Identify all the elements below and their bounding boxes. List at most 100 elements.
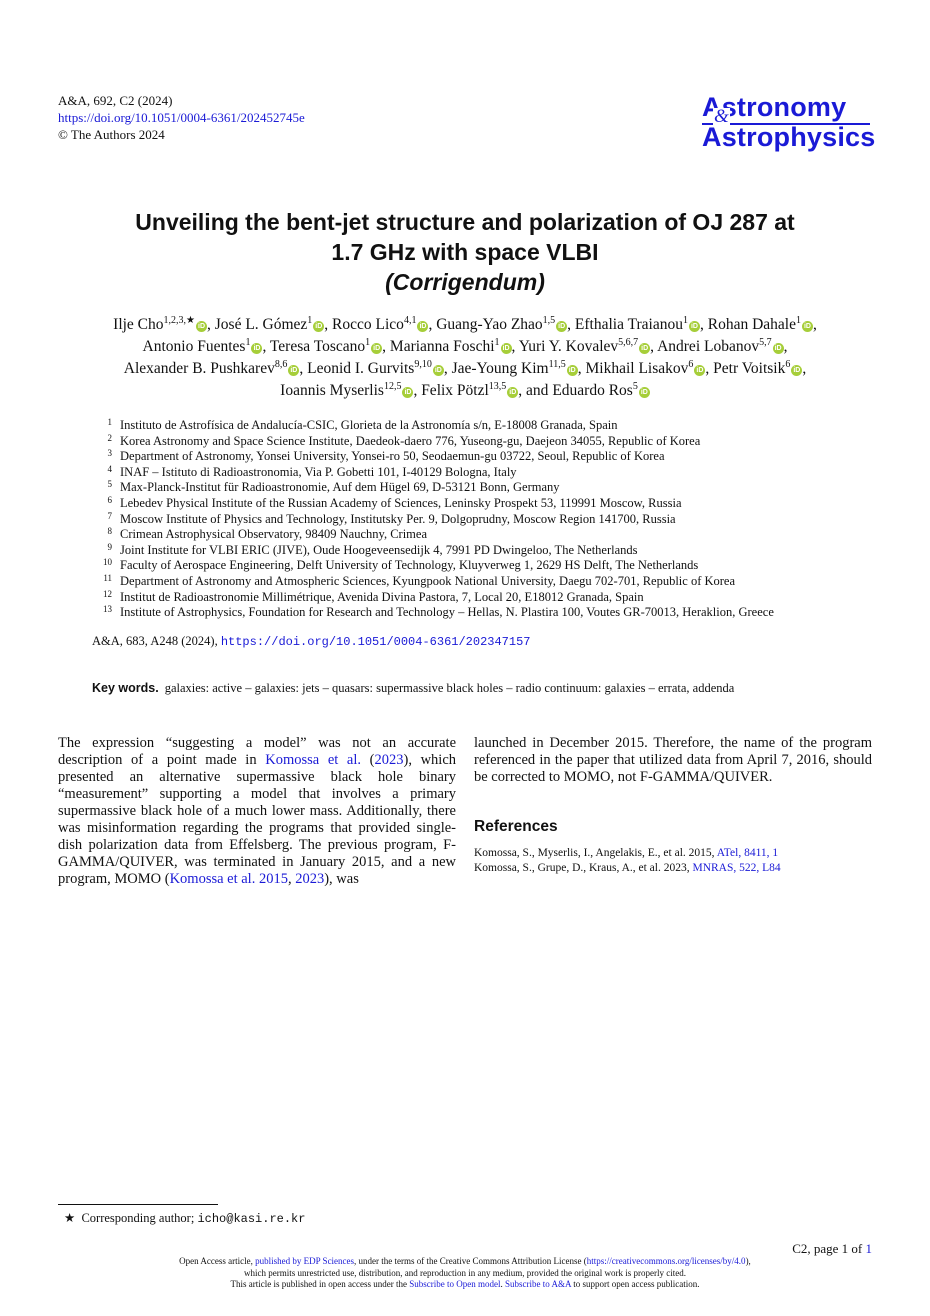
affiliation-text: Max-Planck-Institut für Radioastronomie,…	[120, 480, 560, 495]
orcid-icon[interactable]: iD	[313, 321, 325, 332]
orcid-icon[interactable]: iD	[688, 321, 700, 332]
affiliation-text: INAF – Istituto di Radioastronomia, Via …	[120, 464, 517, 479]
citation-link[interactable]: 2023	[374, 752, 404, 768]
orcid-icon[interactable]: iD	[638, 387, 650, 398]
affiliation-text: Joint Institute for VLBI ERIC (JIVE), Ou…	[120, 542, 638, 557]
affiliation-number: 12	[103, 588, 112, 599]
license-text: which permits unrestricted use, distribu…	[244, 1267, 686, 1278]
license-text: Open Access article,	[179, 1256, 256, 1266]
orcid-icon[interactable]: iD	[791, 365, 803, 376]
orcid-icon[interactable]: iD	[432, 365, 444, 376]
author-name: Ilje Cho	[113, 316, 164, 333]
author-affiliation-marker: 5,7	[759, 336, 772, 348]
body-text: The expression “suggesting a model” was …	[58, 735, 456, 768]
copyright: © The Authors 2024	[58, 127, 165, 142]
author-affiliation-marker: 1	[245, 336, 251, 348]
author: Eduardo Ros5iD	[552, 381, 650, 399]
author: Felix Pötzl13,5iD	[421, 381, 519, 399]
body-text: ), which presented an alternative superm…	[58, 752, 457, 887]
orcid-icon[interactable]: iD	[417, 321, 429, 332]
author-name: Ioannis Myserlis	[280, 382, 384, 399]
orcid-icon[interactable]: iD	[772, 343, 784, 354]
s2o-link[interactable]: Subscribe to Open model	[409, 1279, 501, 1289]
title-line-1: Unveiling the bent-jet structure and pol…	[135, 209, 795, 235]
edp-link[interactable]: published by EDP Sciences	[255, 1256, 355, 1266]
body-text: launched in December 2015. Therefore, th…	[474, 735, 872, 785]
author-affiliation-marker: 1	[307, 314, 313, 326]
body-left-column: The expression “suggesting a model” was …	[58, 735, 456, 888]
orcid-icon[interactable]: iD	[566, 365, 578, 376]
author: Mikhail Lisakov6iD	[585, 359, 706, 377]
orcid-icon[interactable]: iD	[402, 387, 414, 398]
affiliation-number: 6	[107, 494, 113, 505]
affiliation-text: Faculty of Aerospace Engineering, Delft …	[120, 558, 699, 573]
page-total-link[interactable]: 1	[865, 1241, 873, 1256]
header-meta: A&A, 692, C2 (2024) https://doi.org/10.1…	[58, 92, 305, 143]
author-affiliation-marker: 8,6	[274, 358, 288, 370]
orcid-icon[interactable]: iD	[500, 343, 512, 354]
cc-license-link[interactable]: https://creativecommons.org/licenses/by/…	[586, 1256, 746, 1266]
citation-link[interactable]: 2023	[295, 871, 325, 887]
author-name: Guang-Yao Zhao	[436, 316, 543, 333]
affiliation-text: Instituto de Astrofísica de Andalucía-CS…	[120, 418, 618, 432]
affiliation-number: 8	[107, 526, 113, 537]
original-citation: A&A, 683, A248 (2024),	[92, 634, 221, 648]
author-affiliation-marker: 1,2,3,★	[163, 314, 195, 326]
subscribe-link[interactable]: Subscribe to A&A	[504, 1279, 571, 1289]
orcid-icon[interactable]: iD	[507, 387, 519, 398]
author: Ilje Cho1,2,3,★iD	[113, 314, 207, 333]
affiliation-text: Lebedev Physical Institute of the Russia…	[120, 495, 682, 510]
author: Teresa Toscano1iD	[269, 337, 383, 355]
author-affiliation-marker: 4,1	[403, 314, 417, 326]
author-name: Felix Pötzl	[421, 382, 489, 399]
author-name: Rohan Dahale	[707, 316, 796, 333]
footnote-star: ★	[64, 1211, 76, 1225]
orcid-icon[interactable]: iD	[196, 321, 207, 332]
affiliation-number: 7	[107, 510, 113, 521]
reference-item: Komossa, S., Grupe, D., Kraus, A., et al…	[474, 861, 872, 876]
body-right-column: launched in December 2015. Therefore, th…	[474, 735, 872, 786]
author: Alexander B. Pushkarev8,6iD	[124, 358, 300, 377]
orcid-icon[interactable]: iD	[251, 343, 263, 354]
orcid-icon[interactable]: iD	[694, 365, 706, 376]
orcid-icon[interactable]: iD	[288, 365, 300, 376]
license-text: This article is published in open access…	[230, 1279, 410, 1289]
footnote-rule	[58, 1204, 218, 1205]
keywords-text: galaxies: active – galaxies: jets – quas…	[164, 681, 735, 695]
body-text: (	[361, 752, 375, 768]
orcid-icon[interactable]: iD	[639, 343, 651, 354]
affiliation-text: Korea Astronomy and Space Science Instit…	[120, 433, 701, 448]
author-affiliation-marker: 1	[795, 314, 801, 326]
author: José L. Gómez1iD	[215, 314, 325, 333]
orcid-icon[interactable]: iD	[556, 321, 568, 332]
orcid-icon[interactable]: iD	[801, 321, 813, 332]
journal-logo: Astronomy & Astrophysics	[702, 92, 875, 152]
citation-link[interactable]: Komossa et al.	[265, 752, 362, 768]
license-text: to support open access publication.	[570, 1279, 700, 1289]
author-name: Teresa Toscano	[269, 338, 366, 355]
author-name: Petr Voitsik	[713, 360, 786, 377]
affiliation-text: Department of Astronomy and Atmospheric …	[120, 573, 736, 588]
license-text: , under the terms of the Creative Common…	[354, 1256, 587, 1266]
original-doi-link[interactable]: https://doi.org/10.1051/0004-6361/202347…	[220, 635, 531, 649]
orcid-icon[interactable]: iD	[371, 343, 383, 354]
title-corrigendum: (Corrigendum)	[385, 269, 545, 295]
original-article-reference: A&A, 683, A248 (2024), https://doi.org/1…	[92, 634, 530, 649]
reference-link[interactable]: MNRAS, 522, L84	[692, 862, 781, 874]
author: Yuri Y. Kovalev5,6,7iD	[519, 336, 651, 355]
reference-link[interactable]: ATel, 8411, 1	[716, 847, 779, 859]
author-affiliation-marker: 1,5	[542, 314, 556, 326]
citation-link[interactable]: Komossa et al. 2015	[169, 871, 288, 887]
license-notice: Open Access article, published by EDP Sc…	[58, 1256, 872, 1291]
references-list: Komossa, S., Myserlis, I., Angelakis, E.…	[474, 846, 872, 876]
doi-link[interactable]: https://doi.org/10.1051/0004-6361/202452…	[58, 110, 305, 125]
author-name: Rocco Lico	[332, 316, 404, 333]
author-list: Ilje Cho1,2,3,★iD, José L. Gómez1iD, Roc…	[113, 314, 817, 399]
author-affiliation-marker: 1	[682, 314, 688, 326]
author-affiliation-marker: 5,6,7	[618, 336, 639, 348]
